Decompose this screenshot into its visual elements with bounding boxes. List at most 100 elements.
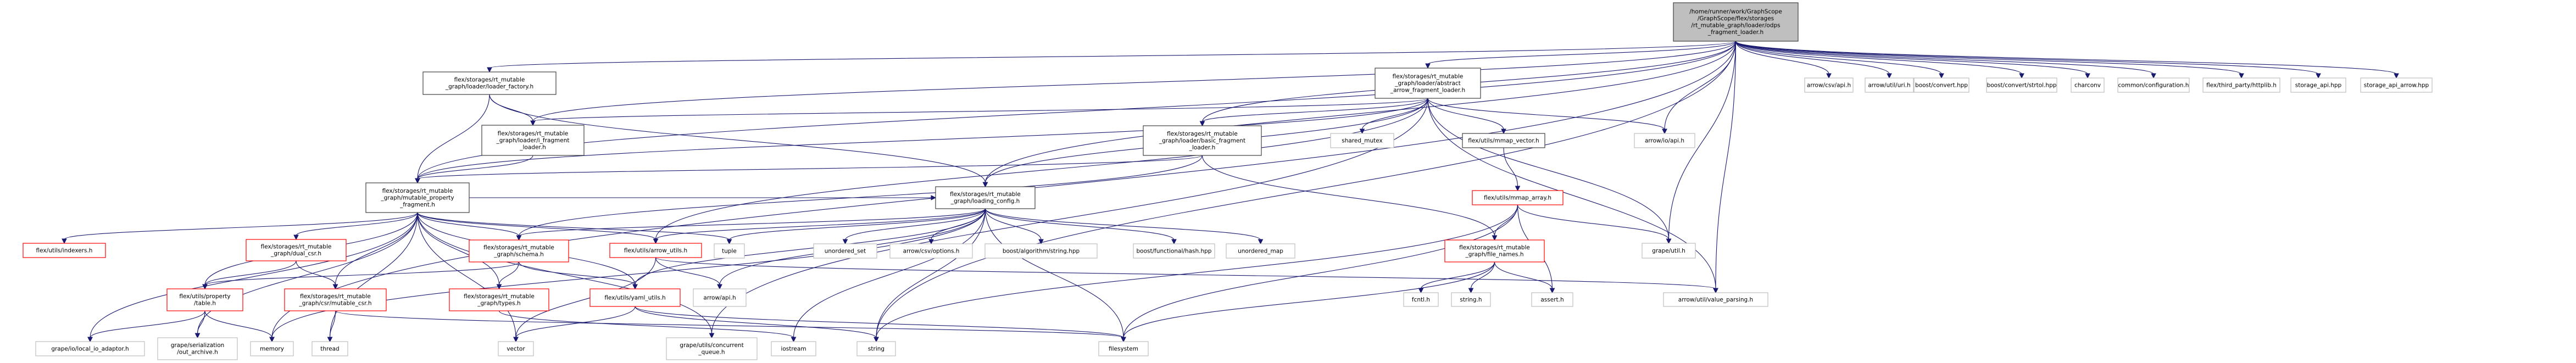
node-label-line: flex/utils/arrow_utils.h	[624, 247, 687, 254]
node-box	[589, 288, 681, 307]
node-loading-config[interactable]: flex/storages/rt_mutable_graph/loading_c…	[935, 186, 1036, 209]
node-i-fragment-loader[interactable]: flex/storages/rt_mutable_graph/loader/i_…	[481, 125, 585, 156]
node-label-line: thread	[320, 345, 339, 352]
edge-mutable_property_fragment-to-dual_csr	[296, 212, 418, 236]
node-box	[693, 288, 747, 307]
arrowhead-mmap_array	[1515, 186, 1521, 192]
edge-abstract_loader-to-i_fragment_loader	[532, 98, 1428, 122]
node-box	[2202, 77, 2280, 93]
node-label-line: /table.h	[194, 300, 216, 307]
node-box	[666, 337, 758, 360]
node-label-line: tuple	[722, 248, 737, 254]
edge-mutable_csr-to-thread	[329, 310, 336, 338]
node-boost-algorithm-string: boost/algorithm/string.hpp	[984, 243, 1098, 259]
node-concurrent-queue: grape/utils/concurrent_queue.h	[666, 337, 758, 360]
node-file-names[interactable]: flex/storages/rt_mutable_graph/file_name…	[1444, 239, 1545, 263]
arrowhead-arrow_utils	[653, 238, 659, 244]
arrowhead-grape_util	[1666, 238, 1672, 244]
arrowhead-arrow_api	[717, 284, 722, 290]
edge-property_table-to-out_archive	[197, 310, 205, 334]
node-box	[157, 337, 238, 360]
arrowhead-yaml_utils	[632, 284, 638, 290]
node-mutable-csr[interactable]: flex/storages/rt_mutable_graph/csr/mutab…	[284, 288, 387, 311]
edge-mmap_array-to-file_names	[1494, 204, 1518, 237]
node-box	[1865, 77, 1914, 93]
node-memory: memory	[250, 341, 294, 356]
arrowhead-charconv	[2085, 73, 2090, 79]
node-arrow-utils[interactable]: flex/utils/arrow_utils.h	[609, 243, 702, 258]
node-dual-csr[interactable]: flex/storages/rt_mutable_graph/dual_csr.…	[246, 239, 347, 261]
node-box	[365, 182, 470, 213]
node-label-line: _graph/loader/abstract	[1394, 80, 1461, 87]
arrowhead-string	[873, 337, 879, 343]
node-mmap-array[interactable]: flex/utils/mmap_array.h	[1472, 190, 1564, 205]
arrowhead-schema	[516, 235, 522, 241]
node-yaml-utils[interactable]: flex/utils/yaml_utils.h	[589, 288, 681, 307]
node-property-table[interactable]: flex/utils/property/table.h	[166, 288, 243, 311]
node-label-line: _graph/loading_config.h	[950, 198, 1020, 205]
node-string-h: string.h	[1451, 292, 1491, 307]
node-label-line: /out_archive.h	[177, 349, 218, 356]
node-loader-factory[interactable]: flex/storages/rt_mutable_graph/loader/lo…	[422, 71, 557, 95]
arrowhead-thread	[327, 337, 333, 343]
node-schema[interactable]: flex/storages/rt_mutable_graph/schema.h	[469, 239, 569, 263]
node-box	[1913, 77, 1969, 93]
node-box	[1133, 243, 1215, 259]
node-label-line: arrow/csv/options.h	[903, 248, 960, 254]
edge-root-to-boost_convert	[1735, 41, 1942, 75]
edge-arrow_utils-to-value_parsing	[655, 257, 1716, 289]
edge-dual_csr-to-property_table	[204, 260, 297, 286]
edge-loading_config-to-unordered_set	[844, 208, 986, 241]
node-box	[1986, 77, 2057, 93]
node-box	[166, 288, 243, 311]
node-storage-api: storage_api.hpp	[2290, 77, 2346, 93]
arrowhead-common_configuration	[2151, 73, 2156, 79]
node-label-line: string	[868, 345, 884, 352]
node-mutable-property-fragment[interactable]: flex/storages/rt_mutable_graph/mutable_p…	[365, 182, 470, 213]
edge-loading_config-to-string	[876, 208, 986, 338]
node-mmap-vector[interactable]: flex/utils/mmap_vector.h	[1462, 133, 1545, 148]
node-label-line: common/configuration.h	[2118, 82, 2189, 88]
edge-root-to-i_fragment_loader	[532, 41, 1737, 122]
node-label-line: flex/storages/rt_mutable	[483, 244, 554, 251]
node-label-line: string.h	[1460, 297, 1482, 303]
node-box	[1663, 292, 1768, 307]
arrowhead-arrow_csv_options	[928, 239, 934, 245]
node-indexers[interactable]: flex/utils/indexers.h	[23, 243, 106, 258]
edge-abstract_loader-to-mmap_vector	[1427, 98, 1504, 130]
arrowhead-out_archive	[194, 333, 201, 339]
node-label-line: assert.h	[1540, 297, 1564, 303]
node-box	[1143, 125, 1262, 156]
arrowhead-arrow_util_uri	[1887, 73, 1892, 79]
edge-mutable_property_fragment-to-thread	[329, 212, 418, 338]
edge-abstract_loader-to-arrow_io_api	[1427, 98, 1665, 130]
arrowhead-filesystem	[1121, 337, 1126, 343]
node-types[interactable]: flex/storages/rt_mutable_graph/types.h	[449, 288, 549, 311]
edge-types-to-iostream	[498, 310, 794, 338]
node-abstract-loader[interactable]: flex/storages/rt_mutable_graph/loader/ab…	[1375, 68, 1481, 99]
node-assert-h: assert.h	[1531, 292, 1573, 307]
edge-loading_config-to-boost_functional_hash	[984, 208, 1175, 241]
node-label-line: flex/storages/rt_mutable	[454, 77, 525, 83]
node-box	[23, 243, 106, 258]
node-label-line: iostream	[781, 345, 806, 352]
arrowhead-arrow_io_api	[1662, 129, 1667, 135]
node-label-line: flex/storages/rt_mutable	[498, 130, 569, 137]
edge-yaml_utils-to-vector	[515, 306, 636, 338]
node-box	[889, 243, 973, 259]
edge-loading_config-to-unordered_map	[984, 208, 1261, 241]
node-label-line: storage_api_arrow.hpp	[2364, 82, 2429, 88]
edge-dual_csr-to-mutable_csr	[296, 260, 336, 286]
node-label-line: grape/util.h	[1652, 248, 1685, 254]
node-label-line: /GraphScope/flex/storages	[1698, 15, 1774, 22]
arrowhead-value_parsing	[1713, 288, 1718, 294]
edge-property_table-to-memory	[204, 310, 272, 338]
node-unordered-map: unordered_map	[1226, 243, 1295, 259]
node-label-line: flex/third_party/httplib.h	[2206, 82, 2277, 88]
arrowhead-types	[496, 284, 502, 290]
edge-abstract_loader-to-mutable_property_fragment	[417, 98, 1428, 180]
node-label-line: grape/utils/concurrent	[680, 342, 743, 349]
node-filesystem: filesystem	[1098, 341, 1149, 356]
edge-schema-to-property_table	[204, 261, 520, 286]
node-basic-fragment-loader[interactable]: flex/storages/rt_mutable_graph/loader/ba…	[1143, 125, 1262, 156]
